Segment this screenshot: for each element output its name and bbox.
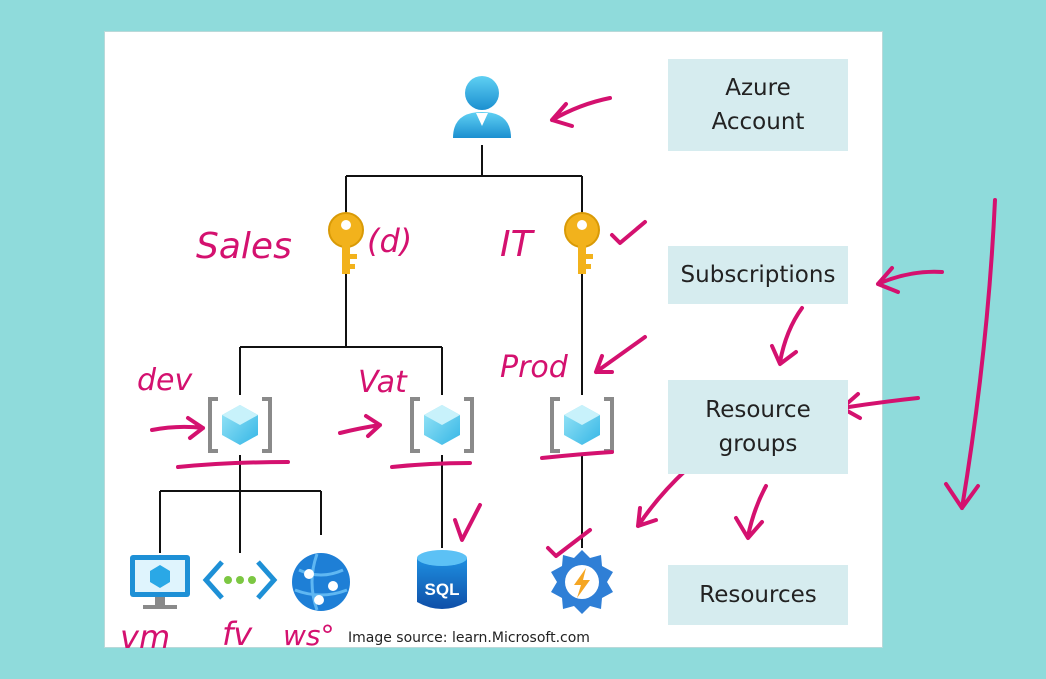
long-arrow-down — [944, 198, 997, 510]
arrow-to-dev — [150, 416, 205, 440]
checkmark-sql — [453, 503, 482, 542]
annotation-ws: ws° — [283, 619, 335, 652]
arrow-rg-to-functions — [636, 468, 688, 528]
tree-connectors — [159, 145, 583, 553]
web-app-icon — [292, 553, 350, 611]
annotation-sales: Sales — [196, 226, 292, 267]
underline-val — [390, 461, 472, 469]
resource-group-icon-prod — [550, 397, 614, 453]
user-icon — [453, 76, 511, 138]
checkmark-function — [546, 528, 592, 558]
resource-group-icon-dev — [208, 397, 272, 453]
annotation-sales-suffix: (d) — [367, 222, 412, 260]
annotation-prod: Prod — [500, 350, 569, 385]
resource-group-icon-val — [410, 397, 474, 453]
arrow-rg-to-resources — [734, 484, 768, 540]
annotation-dev: dev — [137, 363, 194, 398]
arrow-to-account — [550, 96, 612, 128]
subscriptions-box: Subscriptions — [668, 246, 848, 304]
underline-dev — [176, 460, 290, 469]
annotation-val: Vat — [358, 365, 408, 400]
handwritten-annotations: Sales (d) IT dev Vat Prod vm fv ws° — [120, 222, 569, 656]
arrow-to-val — [338, 414, 382, 438]
resource-groups-box: Resource groups — [668, 380, 848, 474]
arrow-to-subscriptions — [876, 266, 944, 294]
sql-icon-text: SQL — [425, 580, 460, 599]
virtual-network-icon — [202, 560, 278, 600]
underline-prod — [540, 450, 614, 460]
arrow-to-resource-groups — [840, 392, 920, 420]
ink-strokes — [150, 96, 997, 558]
annotation-vm: vm — [120, 618, 170, 656]
function-app-icon — [551, 550, 613, 614]
arrow-subs-to-rg — [770, 306, 804, 366]
image-source-caption: Image source: learn.Microsoft.com — [348, 630, 590, 646]
azure-account-box: Azure Account — [668, 59, 848, 151]
annotation-fv: fv — [222, 615, 253, 653]
key-icon-it — [564, 212, 600, 274]
virtual-machine-icon — [130, 555, 190, 609]
annotation-it: IT — [500, 224, 536, 265]
key-icon-sales — [328, 212, 364, 274]
checkmark-it — [610, 220, 647, 245]
arrow-to-prod — [594, 335, 647, 374]
resources-box: Resources — [668, 565, 848, 625]
sql-database-icon: SQL — [417, 550, 467, 609]
